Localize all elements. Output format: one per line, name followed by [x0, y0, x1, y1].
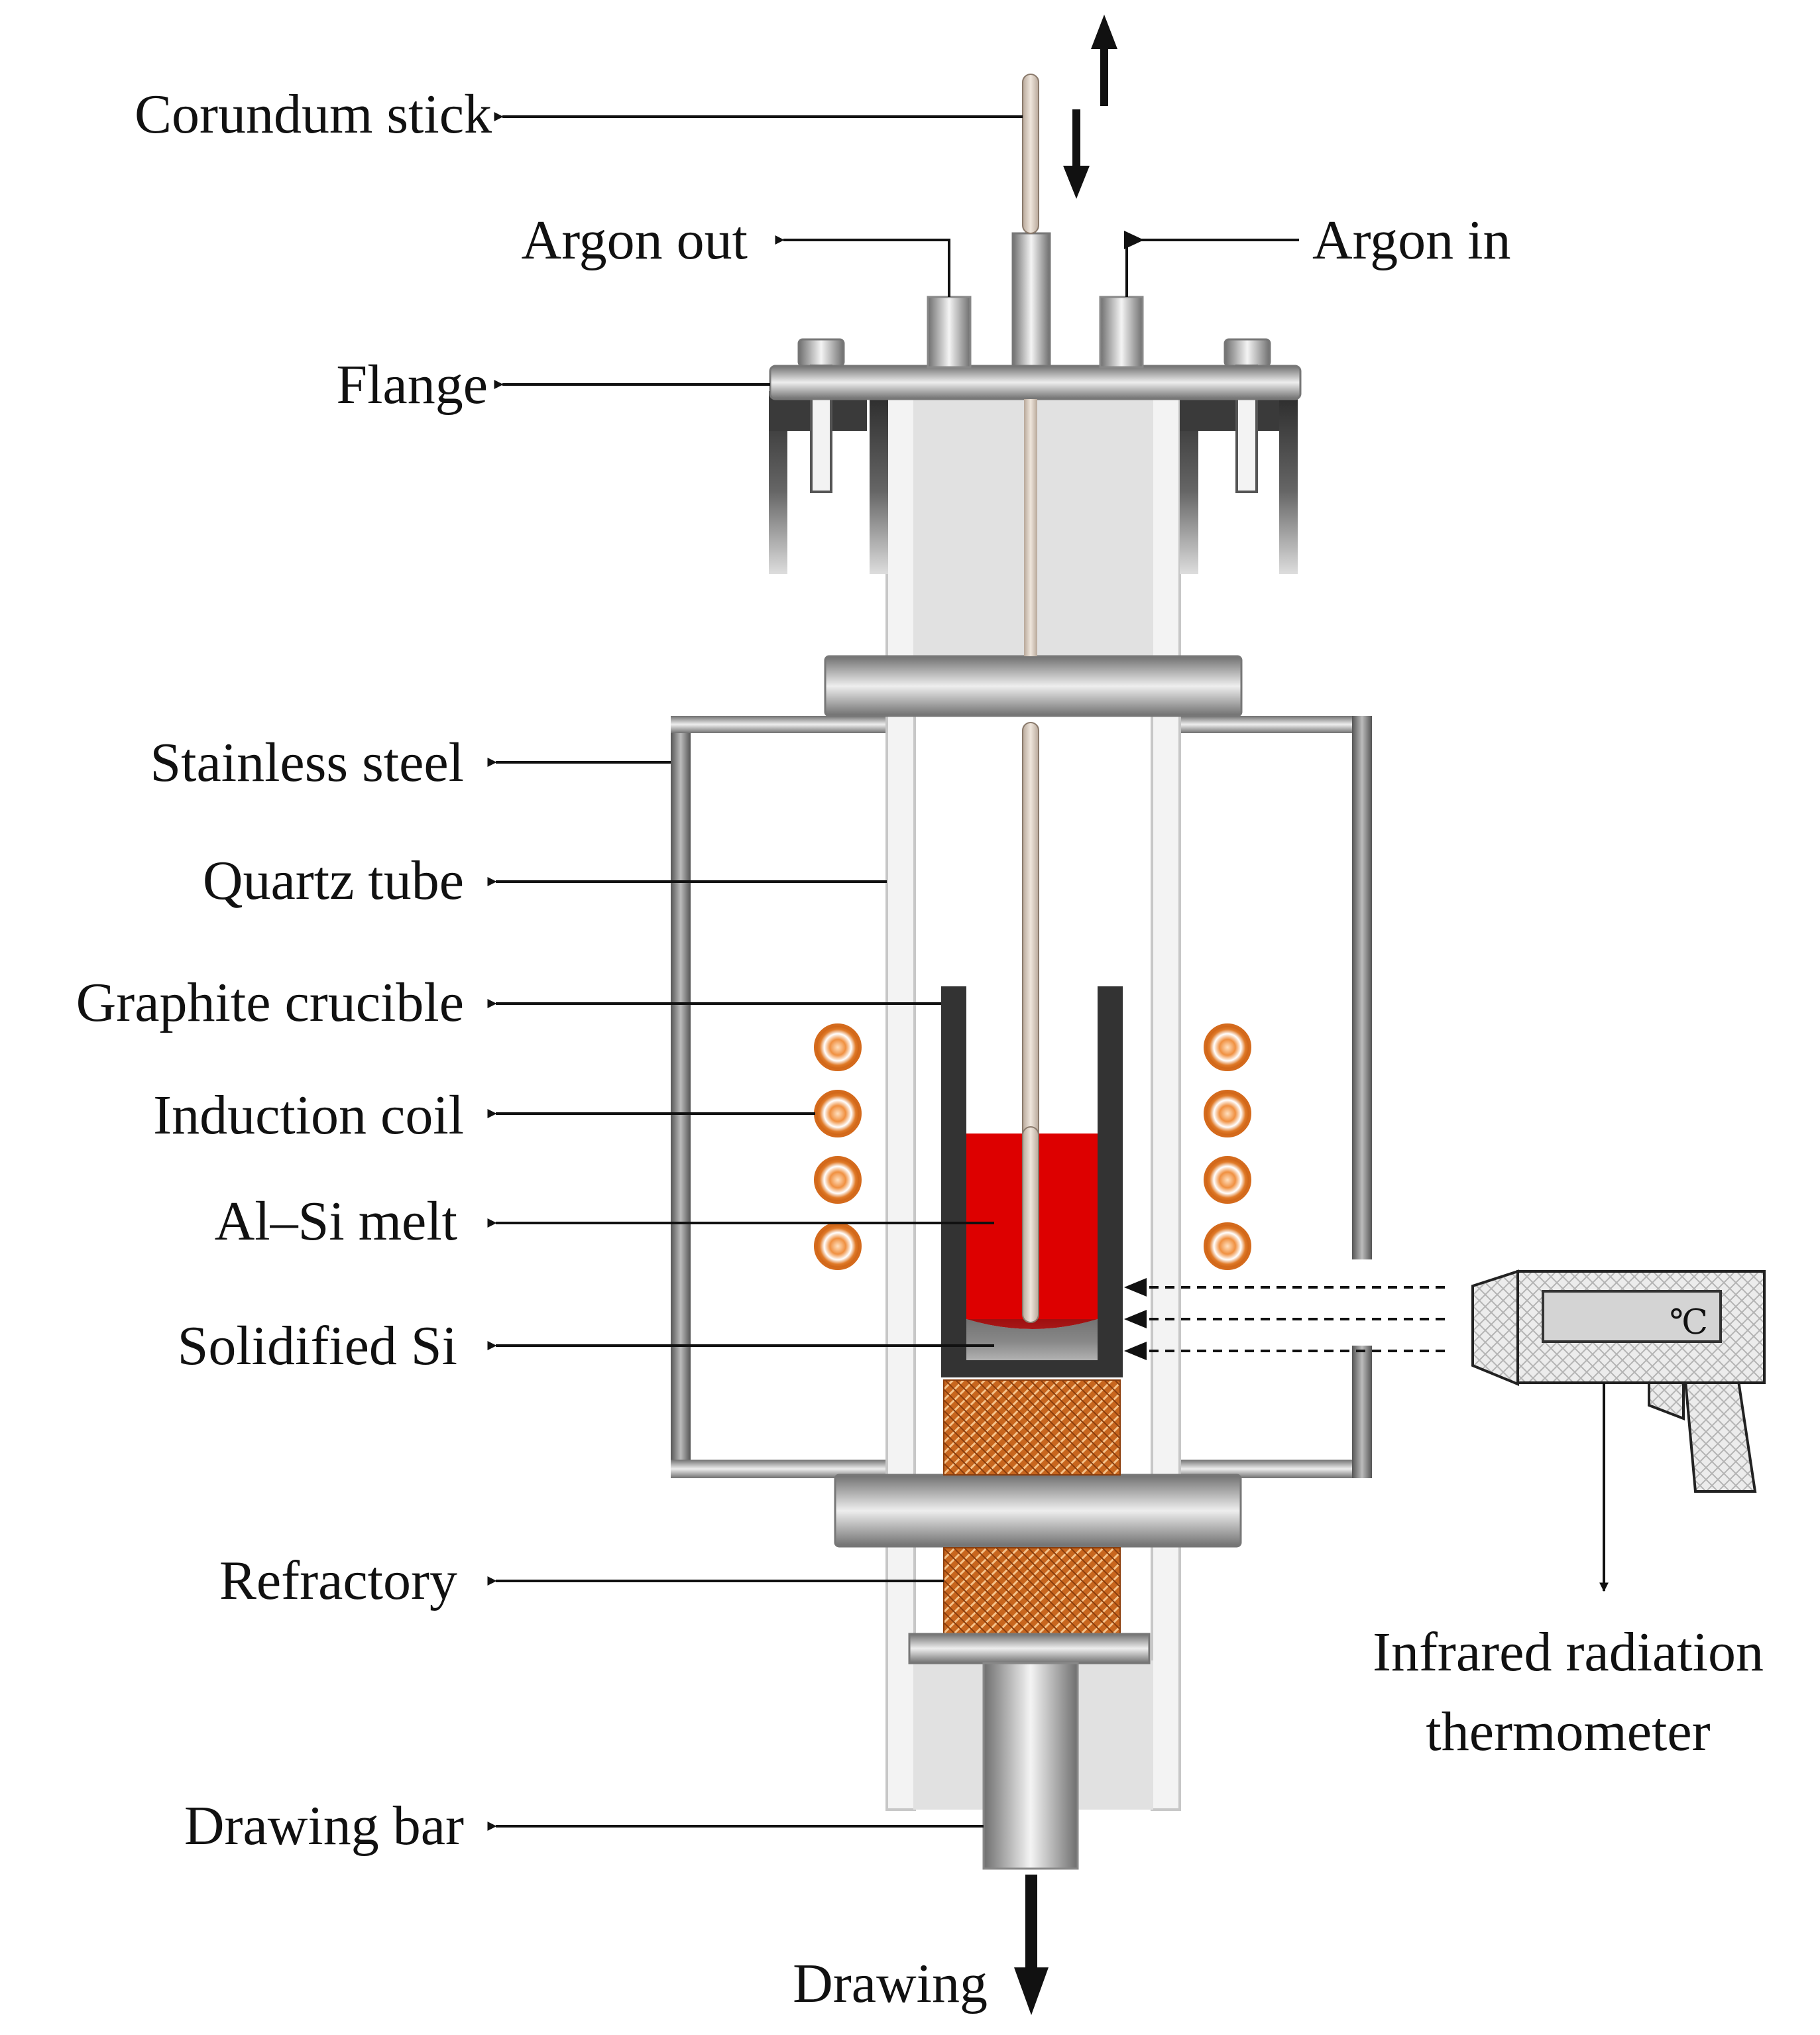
label-stainless-steel: Stainless steel	[150, 732, 464, 793]
induction-coil-left	[814, 1023, 862, 1270]
argon-in-arrowhead	[1124, 231, 1144, 249]
label-corundum-stick: Corundum stick	[135, 84, 492, 145]
thermometer-unit: ℃	[1670, 1304, 1708, 1342]
stainless-steel-chamber	[671, 716, 1372, 1478]
solidified-si	[966, 1319, 1098, 1360]
infrared-arrowheads	[1124, 1278, 1147, 1360]
label-drawing: Drawing	[793, 1953, 988, 2014]
label-induction-coil: Induction coil	[153, 1084, 464, 1146]
up-arrow-icon	[1091, 15, 1117, 106]
label-al-si-melt: Al–Si melt	[215, 1191, 457, 1252]
flange-assembly	[769, 232, 1302, 717]
thermometer-nose	[1471, 1269, 1519, 1386]
lower-connector	[834, 1474, 1242, 1548]
label-argon-out: Argon out	[522, 209, 748, 271]
leader-lines	[487, 112, 1609, 1831]
refractory-upper	[943, 1379, 1121, 1476]
label-solidified-si: Solidified Si	[178, 1315, 457, 1377]
label-drawing-bar: Drawing bar	[184, 1795, 464, 1857]
thermometer-display	[1542, 1290, 1722, 1343]
graphite-crucible	[941, 986, 1123, 1377]
label-argon-in: Argon in	[1312, 209, 1510, 271]
label-thermometer-line2: thermometer	[1426, 1701, 1710, 1763]
infrared-sight-lines	[1139, 1286, 1445, 1352]
infrared-thermometer: ℃	[1471, 1269, 1766, 1493]
drawing-arrow-icon	[1014, 1875, 1049, 2015]
label-flange: Flange	[336, 354, 488, 416]
drawing-bar	[908, 1633, 1151, 1870]
refractory-lower	[943, 1547, 1121, 1635]
quartz-tube	[885, 396, 1181, 1811]
label-quartz-tube: Quartz tube	[203, 850, 464, 911]
label-refractory: Refractory	[219, 1550, 457, 1611]
down-arrow-icon	[1063, 109, 1090, 199]
corundum-stick-tip	[1022, 1126, 1039, 1323]
label-thermometer-line1: Infrared radiation	[1373, 1621, 1764, 1683]
label-graphite-crucible: Graphite crucible	[76, 972, 464, 1033]
induction-coil-right	[1204, 1023, 1251, 1270]
